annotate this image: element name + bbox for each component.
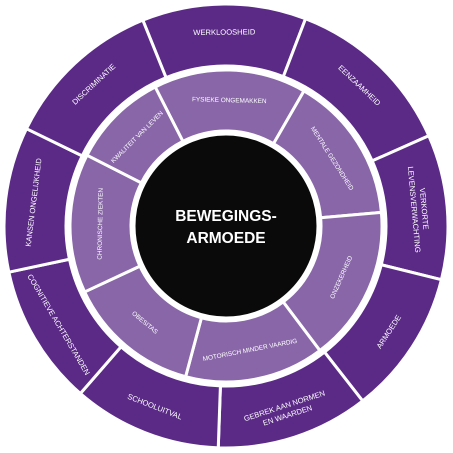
center-title-line1: BEWEGINGS- <box>175 208 277 225</box>
inner-fysieke-ongemakken-label-line: FYSIEKE ONGEMAKKEN <box>192 96 267 105</box>
center-circle <box>132 132 320 320</box>
inner-fysieke-ongemakken-label: FYSIEKE ONGEMAKKEN <box>192 96 267 105</box>
inner-kwaliteit-van-leven-segment <box>84 84 185 185</box>
inner-chronische-ziekten-label-line: CHRONISCHE ZIEKTEN <box>97 188 105 260</box>
outer-werkloosheid-label: WERKLOOSHEID <box>193 27 256 37</box>
center-title-line2: ARMOEDE <box>186 230 265 247</box>
ring-separator <box>66 66 386 386</box>
outer-verkorte-levensverwachting-label-line: VERKORTE <box>418 188 431 230</box>
inner-chronische-ziekten-label: CHRONISCHE ZIEKTEN <box>97 188 105 260</box>
outer-werkloosheid-label-line: WERKLOOSHEID <box>193 27 256 37</box>
outer-ring: WERKLOOSHEIDEENZAAMHEIDVERKORTELEVENSVER… <box>2 2 450 450</box>
